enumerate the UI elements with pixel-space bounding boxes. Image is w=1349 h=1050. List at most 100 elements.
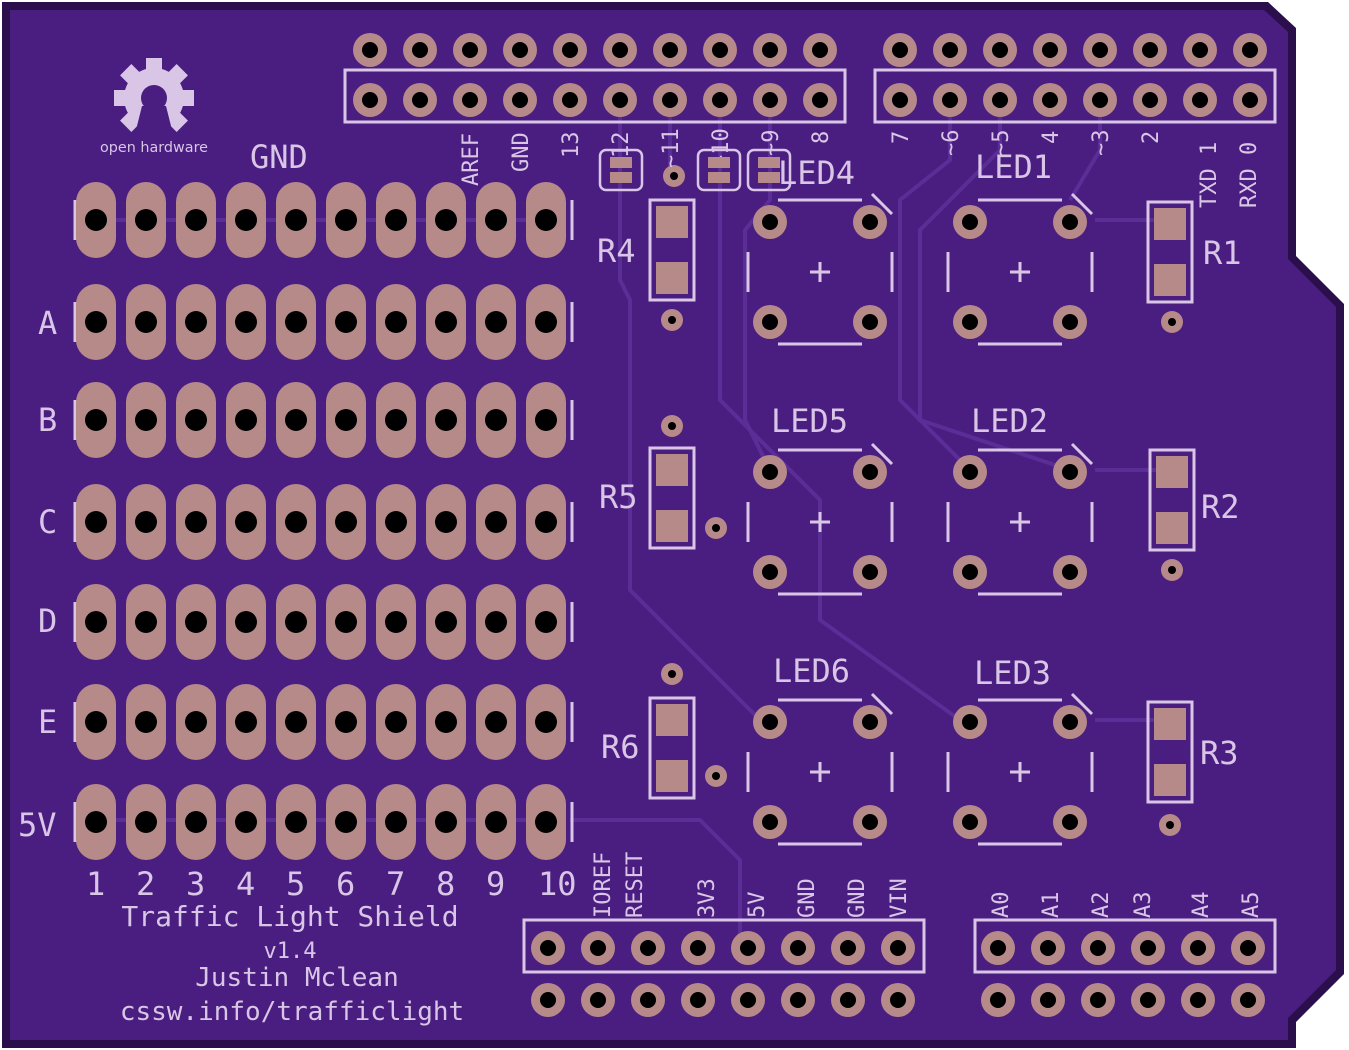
drill-hole xyxy=(485,311,507,333)
pin-label: A0 xyxy=(989,892,1014,919)
pin-label: AREF xyxy=(459,133,484,186)
drill-hole xyxy=(540,940,556,956)
solder-jumpers xyxy=(598,148,792,192)
led-footprint xyxy=(746,692,894,846)
smd-pad xyxy=(1156,512,1188,544)
drill-hole xyxy=(1062,464,1078,480)
proto-column-labels: 1 2 3 4 5 6 7 8 9 10 xyxy=(86,865,577,903)
drill-hole xyxy=(462,42,478,58)
drill-hole xyxy=(762,214,778,230)
drill-hole xyxy=(862,464,878,480)
drill-hole xyxy=(185,611,207,633)
pin-label: ~9 xyxy=(759,130,784,157)
drill-hole xyxy=(435,511,457,533)
power-pin-labels: IOREF RESET 3V3 5V GND GND VIN xyxy=(591,852,912,918)
outline xyxy=(648,696,696,800)
drill-hole xyxy=(135,511,157,533)
pin-label: 13 xyxy=(559,132,584,159)
drill-hole xyxy=(85,811,107,833)
drill-hole xyxy=(412,42,428,58)
drill-hole xyxy=(962,464,978,480)
column-label: 2 xyxy=(136,865,155,903)
polarity-mark xyxy=(870,442,894,466)
digital-right-pin-labels: 7 ~6 ~5 4 ~3 2 TXD 1 RXD 0 xyxy=(889,130,1262,209)
drill-hole xyxy=(385,409,407,431)
drill-hole xyxy=(670,172,678,180)
polarity-mark xyxy=(1070,192,1094,216)
smd-pad xyxy=(1156,456,1188,488)
drill-hole xyxy=(435,209,457,231)
pin-label: VIN xyxy=(887,878,912,918)
drill-hole xyxy=(185,711,207,733)
column-label: 8 xyxy=(436,865,455,903)
drill-hole xyxy=(1142,42,1158,58)
drill-hole xyxy=(942,42,958,58)
outline xyxy=(1146,700,1194,804)
smd-pad xyxy=(656,454,688,486)
drill-hole xyxy=(1062,564,1078,580)
drill-hole xyxy=(990,940,1006,956)
header-box-digital-right xyxy=(873,68,1277,124)
board-title: Traffic Light Shield xyxy=(121,900,458,933)
drill-hole xyxy=(840,940,856,956)
gnd-label: GND xyxy=(250,138,308,176)
drill-hole xyxy=(1140,992,1156,1008)
led-footprint xyxy=(746,442,894,596)
drill-hole xyxy=(690,940,706,956)
drill-hole xyxy=(992,42,1008,58)
drill-hole xyxy=(762,564,778,580)
column-label: 6 xyxy=(336,865,355,903)
drill-hole xyxy=(335,811,357,833)
led-label: LED5 xyxy=(771,402,848,440)
drill-hole xyxy=(668,422,676,430)
drill-hole xyxy=(1062,214,1078,230)
analog-pin-labels: A0 A1 A2 A3 A4 A5 xyxy=(989,892,1264,919)
drill-hole xyxy=(535,311,557,333)
pin-label: A4 xyxy=(1189,892,1214,919)
drill-hole xyxy=(235,611,257,633)
drill-hole xyxy=(962,564,978,580)
resistor-label: R3 xyxy=(1200,734,1239,772)
drill-hole xyxy=(485,209,507,231)
board-author: Justin Mclean xyxy=(195,963,399,993)
smd-pad xyxy=(656,704,688,736)
pin-label: A1 xyxy=(1039,892,1064,919)
led-footprint xyxy=(946,192,1094,346)
column-label: 3 xyxy=(186,865,205,903)
row-label: E xyxy=(38,703,57,741)
drill-hole xyxy=(435,711,457,733)
proto-area xyxy=(73,182,574,860)
drill-hole xyxy=(185,209,207,231)
drill-hole xyxy=(1062,314,1078,330)
led-label: LED4 xyxy=(778,154,855,192)
resistor-footprints xyxy=(648,165,1196,836)
drill-hole xyxy=(85,511,107,533)
drill-hole xyxy=(712,524,720,532)
polarity-mark xyxy=(870,692,894,716)
pin-label: A2 xyxy=(1089,892,1114,919)
pin-label: IOREF xyxy=(591,852,616,918)
polarity-mark xyxy=(1070,442,1094,466)
pin-label: GND xyxy=(509,132,534,172)
drill-hole xyxy=(890,940,906,956)
led-label: LED3 xyxy=(974,654,1051,692)
drill-hole xyxy=(990,992,1006,1008)
drill-hole xyxy=(485,511,507,533)
drill-hole xyxy=(862,814,878,830)
drill-hole xyxy=(485,711,507,733)
trace xyxy=(918,100,1071,472)
drill-hole xyxy=(662,92,678,108)
column-label: 10 xyxy=(538,865,577,903)
drill-hole xyxy=(1042,92,1058,108)
digital-left-pin-labels: AREF GND 13 12 ~11 ~10 ~9 8 xyxy=(459,128,834,186)
trace xyxy=(618,100,762,722)
drill-hole xyxy=(335,409,357,431)
pin-label: A5 xyxy=(1239,892,1264,919)
open-hardware-logo: open hardware xyxy=(100,58,208,156)
column-label: 1 xyxy=(86,865,105,903)
drill-hole xyxy=(485,611,507,633)
drill-hole xyxy=(562,92,578,108)
drill-hole xyxy=(385,511,407,533)
drill-hole xyxy=(790,992,806,1008)
